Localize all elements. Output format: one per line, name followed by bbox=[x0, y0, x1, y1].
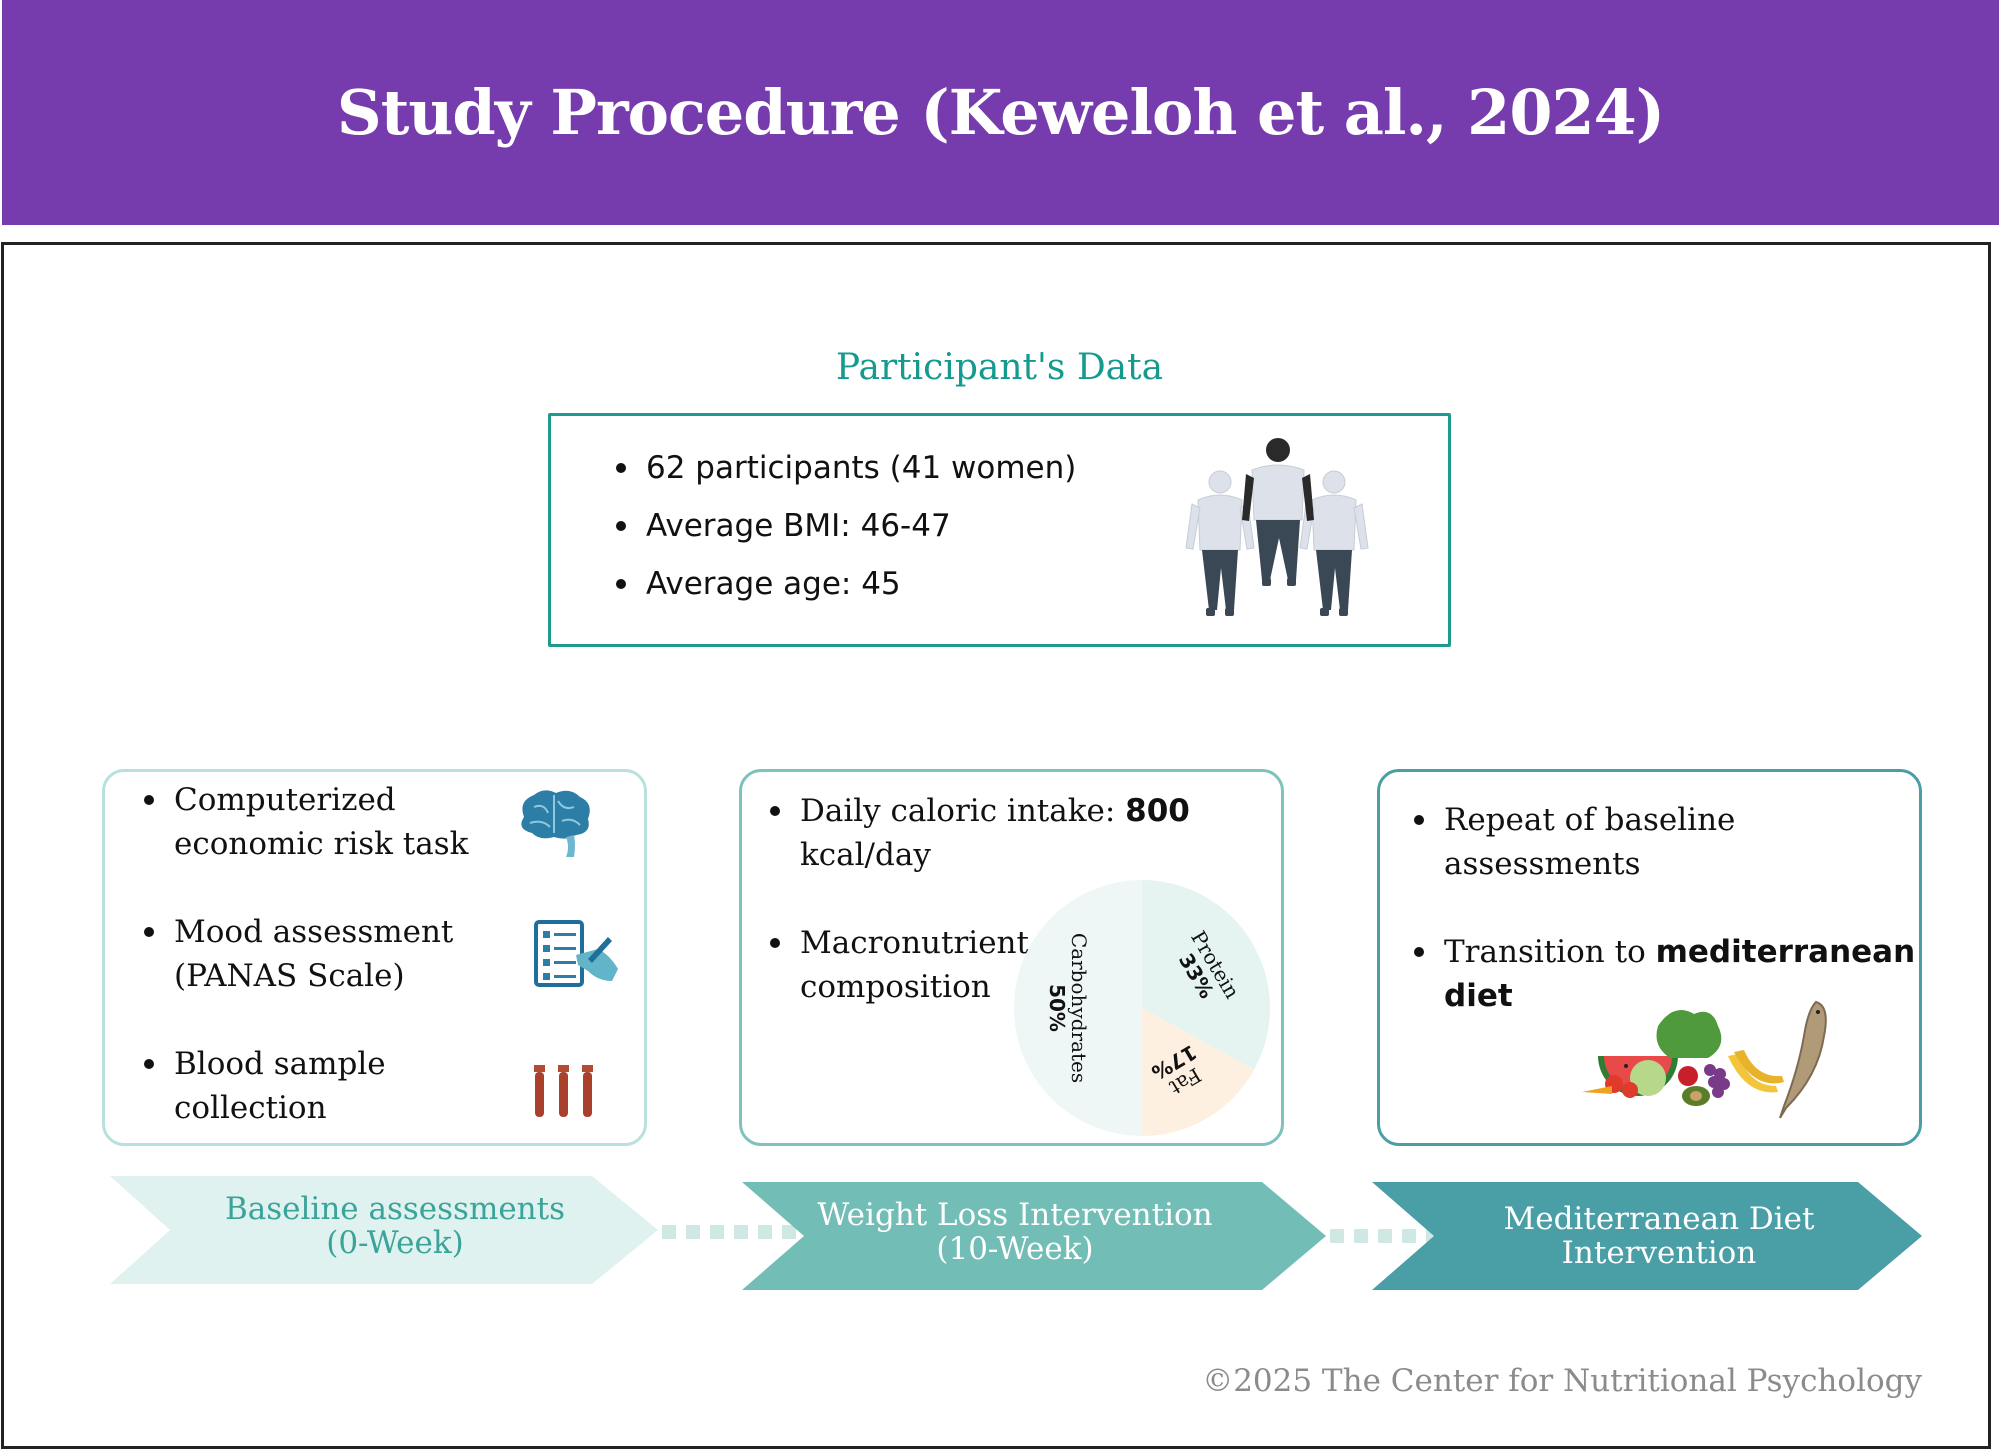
macros-line1: Macronutrient bbox=[800, 925, 1029, 961]
baseline-item-1-line1: Computerized bbox=[174, 782, 396, 818]
participants-people-icon bbox=[1185, 438, 1369, 616]
phase-label-baseline: Baseline assessments (0-Week) bbox=[170, 1192, 620, 1260]
baseline-item-risk-task: Computerized economic risk task bbox=[140, 778, 468, 910]
baseline-item-3-line1: Blood sample bbox=[174, 1046, 386, 1082]
timeline-connector-dash bbox=[758, 1225, 772, 1239]
calories-prefix: Daily caloric intake: bbox=[800, 793, 1126, 829]
pie-label-carbohydrates: Carbohydrates50% bbox=[1045, 933, 1091, 1083]
phase-timeline bbox=[110, 1176, 1922, 1290]
blood-tubes-icon bbox=[534, 1065, 593, 1117]
phase-label-weightloss: Weight Loss Intervention (10-Week) bbox=[790, 1198, 1240, 1266]
pie-slice-carbohydrates bbox=[1014, 880, 1142, 1136]
participants-age: Average age: 45 bbox=[612, 562, 1076, 620]
baseline-item-3-line2: collection bbox=[174, 1090, 327, 1126]
content-frame bbox=[1, 242, 1991, 1449]
repeat-line1: Repeat of baseline bbox=[1444, 802, 1736, 838]
repeat-line2: assessments bbox=[1444, 846, 1641, 882]
macronutrient-pie-chart: Protein33%Fat17%Carbohydrates50% bbox=[1014, 880, 1270, 1136]
phase-arrow-baseline bbox=[110, 1176, 658, 1284]
participants-box bbox=[548, 413, 1451, 647]
pie-slice-protein bbox=[1142, 880, 1270, 1070]
header-banner: Study Procedure (Keweloh et al., 2024) bbox=[2, 0, 1999, 225]
macros-line2: composition bbox=[800, 969, 991, 1005]
pie-slice-fat bbox=[1142, 1008, 1255, 1136]
mediterranean-item-repeat: Repeat of baseline assessments bbox=[1410, 798, 1915, 930]
timeline-connector-dash bbox=[662, 1225, 676, 1239]
participants-bmi: Average BMI: 46-47 bbox=[612, 504, 1076, 562]
weightloss-item-calories: Daily caloric intake: 800 kcal/day bbox=[766, 789, 1190, 921]
timeline-connector-dash bbox=[1354, 1229, 1368, 1243]
weightloss-item-macros: Macronutrient composition bbox=[766, 921, 1190, 1009]
participants-heading: Participant's Data bbox=[835, 347, 1164, 388]
phase-baseline-line2: (0-Week) bbox=[326, 1225, 464, 1261]
questionnaire-icon bbox=[534, 920, 618, 987]
baseline-item-2-line1: Mood assessment bbox=[174, 914, 454, 950]
pie-label-protein: Protein33% bbox=[1167, 927, 1244, 1014]
mediterranean-food-icon bbox=[1582, 1000, 1827, 1119]
participants-count: 62 participants (41 women) bbox=[612, 446, 1076, 504]
timeline-connector-dash bbox=[710, 1225, 724, 1239]
transition-prefix: Transition to bbox=[1444, 934, 1656, 970]
timeline-connector-dash bbox=[734, 1225, 748, 1239]
mediterranean-item-transition: Transition to mediterranean diet bbox=[1410, 930, 1915, 1018]
mediterranean-list: Repeat of baseline assessments Transitio… bbox=[1410, 798, 1915, 1018]
phase-arrow-weightloss bbox=[742, 1182, 1326, 1290]
copyright-notice: ©2025 The Center for Nutritional Psychol… bbox=[1202, 1363, 1922, 1399]
calories-value: 800 bbox=[1125, 793, 1190, 829]
transition-bold-2: diet bbox=[1444, 978, 1513, 1014]
phase-weightloss-line2: (10-Week) bbox=[936, 1231, 1094, 1267]
phase-weightloss-line1: Weight Loss Intervention bbox=[817, 1197, 1213, 1233]
phase-mediterranean-line1: Mediterranean Diet bbox=[1503, 1201, 1815, 1237]
participants-list: 62 participants (41 women) Average BMI: … bbox=[612, 446, 1076, 620]
phase-arrow-mediterranean bbox=[1372, 1182, 1922, 1290]
page-title: Study Procedure (Keweloh et al., 2024) bbox=[336, 76, 1665, 149]
brain-icon bbox=[521, 790, 590, 857]
phase-label-mediterranean: Mediterranean Diet Intervention bbox=[1434, 1202, 1884, 1270]
timeline-connector-dash bbox=[686, 1225, 700, 1239]
baseline-item-2-line2: (PANAS Scale) bbox=[174, 958, 405, 994]
baseline-item-blood: Blood sample collection bbox=[140, 1042, 468, 1130]
baseline-item-mood: Mood assessment (PANAS Scale) bbox=[140, 910, 468, 1042]
weightloss-list: Daily caloric intake: 800 kcal/day Macro… bbox=[766, 789, 1190, 1009]
timeline-connector-dash bbox=[1402, 1229, 1416, 1243]
phase-mediterranean-line2: Intervention bbox=[1561, 1235, 1757, 1271]
timeline-connector-dash bbox=[1330, 1229, 1344, 1243]
phase-baseline-line1: Baseline assessments bbox=[224, 1191, 566, 1227]
baseline-item-1-line2: economic risk task bbox=[174, 826, 469, 862]
timeline-connector-dash bbox=[782, 1225, 796, 1239]
baseline-list: Computerized economic risk task Mood ass… bbox=[140, 778, 468, 1130]
transition-bold-1: mediterranean bbox=[1655, 934, 1916, 970]
timeline-connector-dash bbox=[1378, 1229, 1392, 1243]
calories-unit: kcal/day bbox=[800, 837, 931, 873]
